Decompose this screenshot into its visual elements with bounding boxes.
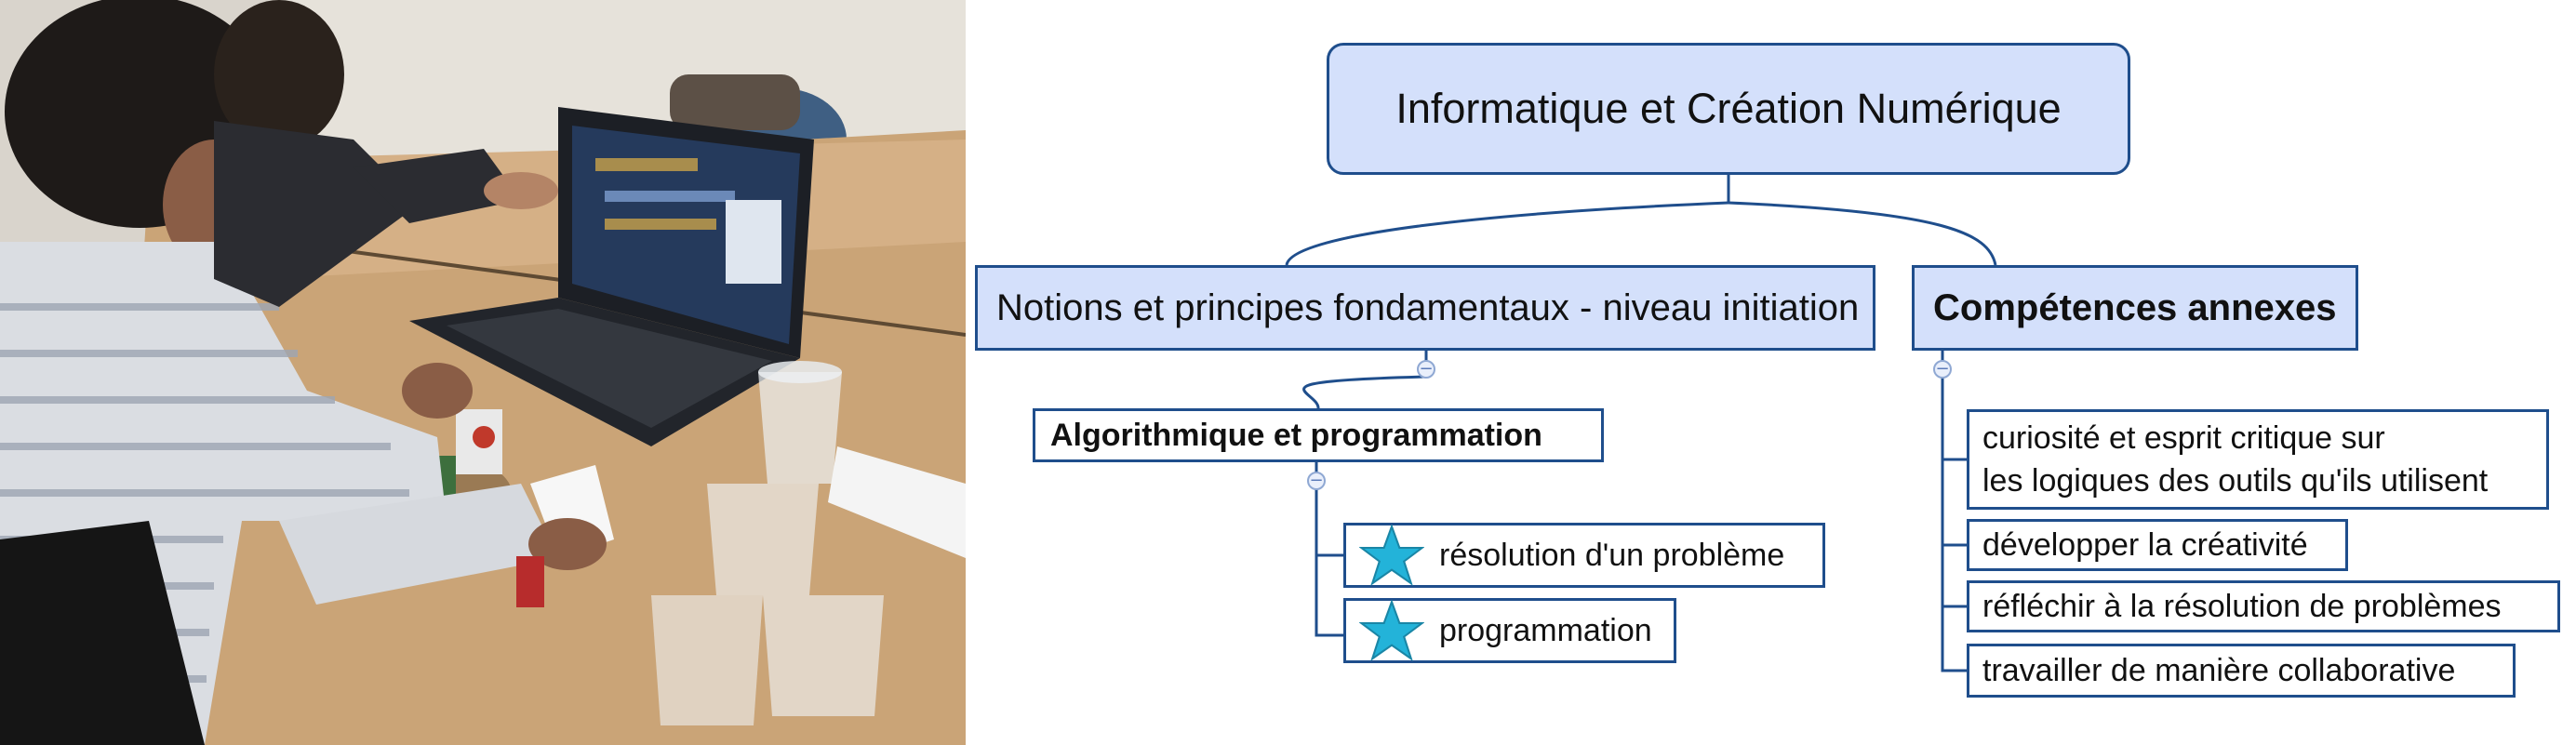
leaf-programmation[interactable]: programmation — [1343, 598, 1676, 663]
collapse-notions-icon[interactable]: − — [1417, 360, 1435, 379]
photo-students-robot-laptop — [0, 0, 966, 745]
branch-notions-label: Notions et principes fondamentaux - nive… — [996, 286, 1860, 328]
connector-notions-algo — [1302, 351, 1428, 409]
root-node-label: Informatique et Création Numérique — [1395, 85, 2062, 132]
collapse-algorithmique-icon[interactable]: − — [1307, 472, 1326, 490]
leaf-curiosite-line-1: curiosité et esprit critique sur — [1982, 420, 2385, 456]
leaf-resolution-label: résolution d'un problème — [1439, 537, 1785, 573]
branch-competences-label: Compétences annexes — [1933, 286, 2337, 328]
subtopic-algorithmique-label: Algorithmique et programmation — [1050, 417, 1542, 453]
root-node[interactable]: Informatique et Création Numérique — [1327, 43, 2130, 175]
star-icon — [1359, 600, 1424, 661]
subtopic-algorithmique[interactable]: Algorithmique et programmation — [1033, 408, 1604, 462]
connector-root-competences — [1728, 201, 1997, 266]
branch-notions[interactable]: Notions et principes fondamentaux - nive… — [975, 265, 1875, 351]
leaf-curiosite-line-2: les logiques des outils qu'ils utilisent — [1982, 463, 2489, 499]
leaf-programmation-label: programmation — [1439, 612, 1652, 648]
leaf-collaborative-label: travailler de manière collaborative — [1982, 652, 2456, 688]
collapse-competences-icon[interactable]: − — [1933, 360, 1952, 379]
leaf-creativite-label: développer la créativité — [1982, 526, 2308, 563]
classroom-photo — [0, 0, 966, 745]
mind-map: Informatique et Création Numérique Notio… — [966, 0, 2576, 745]
leaf-resolution-problemes[interactable]: réfléchir à la résolution de problèmes — [1967, 580, 2560, 632]
leaf-resolution[interactable]: résolution d'un problème — [1343, 523, 1825, 588]
branch-competences[interactable]: Compétences annexes — [1912, 265, 2358, 351]
leaf-curiosite[interactable]: curiosité et esprit critique sur les log… — [1967, 409, 2549, 510]
leaf-creativite[interactable]: développer la créativité — [1967, 519, 2348, 571]
leaf-collaborative[interactable]: travailler de manière collaborative — [1967, 644, 2516, 698]
star-icon — [1359, 525, 1424, 586]
connector-competences-trunk — [1941, 351, 1967, 672]
leaf-resolution-problemes-label: réfléchir à la résolution de problèmes — [1982, 588, 2502, 624]
connector-root-notions — [1285, 201, 1729, 266]
